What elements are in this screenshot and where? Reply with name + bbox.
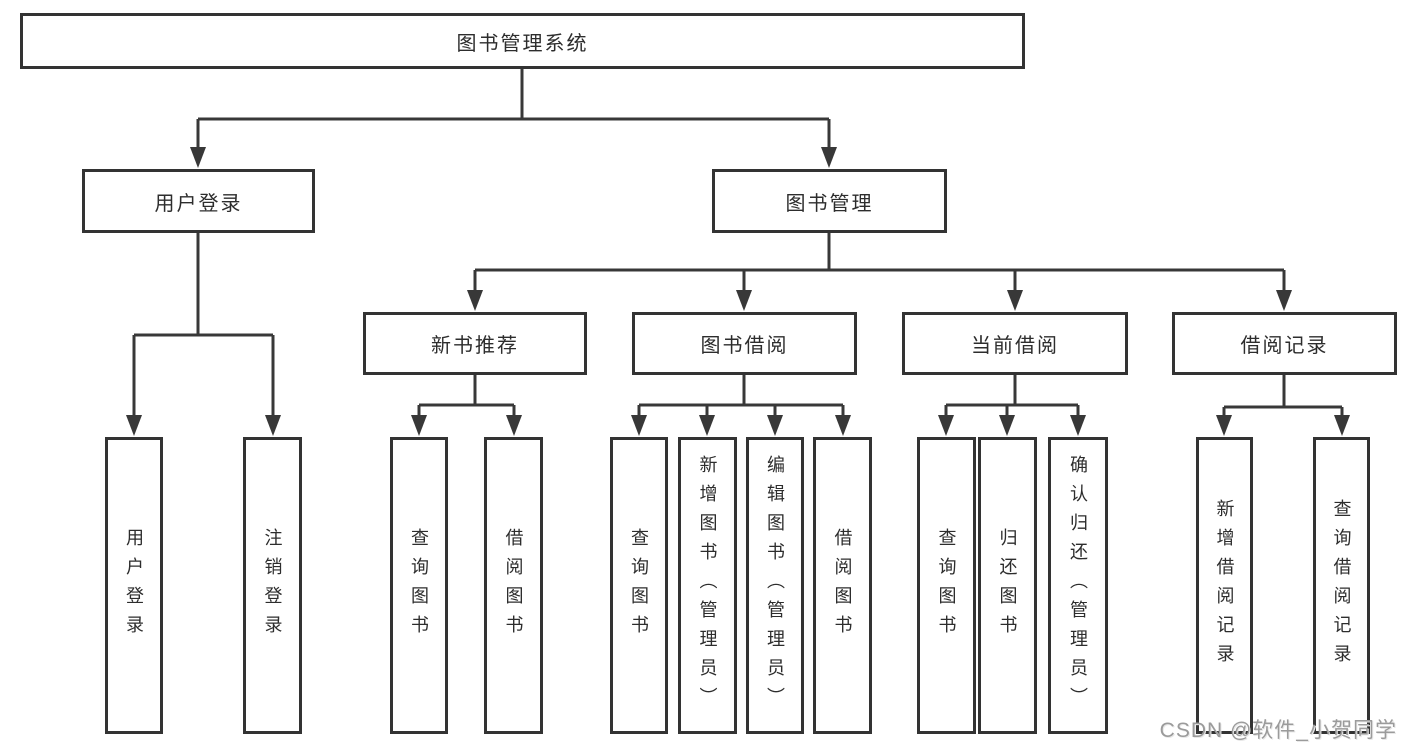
leaf-borrow-books-recommend: 借阅图书 [484,437,543,734]
leaf-add-borrow-record: 新增借阅记录 [1196,437,1253,734]
leaf-add-book-admin: 新增图书（管理员） [678,437,737,734]
connector-user-login-split [126,233,281,436]
leaf-query-books-recommend: 查询图书 [390,437,448,734]
leaf-query-books-borrow: 查询图书 [610,437,668,734]
node-label: 用户登录 [124,527,144,644]
leaf-user-login: 用户登录 [105,437,163,734]
node-label: 归还图书 [997,527,1018,644]
node-current-borrow: 当前借阅 [902,312,1128,375]
node-new-book-recommend: 新书推荐 [363,312,587,375]
node-label: 查询图书 [409,527,429,644]
leaf-borrow-books: 借阅图书 [813,437,872,734]
connector-root-split [190,69,837,168]
leaf-confirm-return-admin: 确认归还（管理员） [1048,437,1108,734]
node-label: 新增借阅记录 [1214,498,1235,673]
node-library-system: 图书管理系统 [20,13,1025,69]
connector-book-borrow-split [631,375,851,436]
connector-borrow-records-split [1216,375,1350,436]
node-label: 编辑图书（管理员） [765,455,785,716]
leaf-query-borrow-record: 查询借阅记录 [1313,437,1370,734]
node-label: 查询图书 [936,527,957,644]
node-label: 确认归还（管理员） [1068,455,1088,716]
connector-current-borrow-split [938,375,1086,436]
node-label: 查询图书 [629,527,649,644]
node-borrow-records: 借阅记录 [1172,312,1397,375]
node-book-management: 图书管理 [712,169,947,233]
node-user-login: 用户登录 [82,169,315,233]
csdn-watermark: CSDN @软件_小贺同学 [1159,719,1397,742]
node-label: 新增图书（管理员） [697,455,718,716]
connector-book-management-split [467,233,1292,311]
node-label: 查询借阅记录 [1331,498,1352,673]
leaf-logout: 注销登录 [243,437,302,734]
connector-new-book-split [411,375,522,436]
node-label: 注销登录 [262,527,283,644]
node-label: 借阅图书 [832,527,853,644]
leaf-query-books-current: 查询图书 [917,437,976,734]
node-book-borrow: 图书借阅 [632,312,857,375]
node-label: 借阅图书 [503,527,524,644]
leaf-edit-book-admin: 编辑图书（管理员） [746,437,804,734]
leaf-return-book: 归还图书 [978,437,1037,734]
